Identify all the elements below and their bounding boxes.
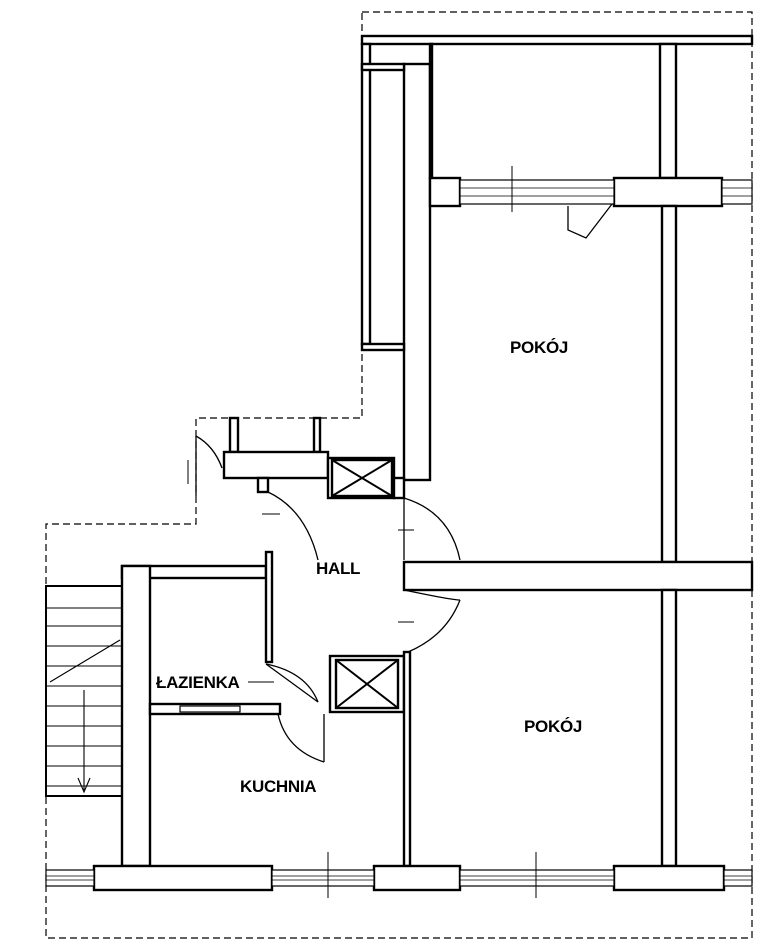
- room-label-hall: HALL: [316, 559, 360, 578]
- vent-shaft-upper: [330, 458, 394, 498]
- doors: [195, 203, 613, 763]
- walls: [45, 34, 754, 892]
- room-label-pokoj-bottom: POKÓJ: [524, 717, 582, 736]
- stairs: [45, 585, 123, 797]
- ticks: [187, 166, 537, 898]
- room-label-pokoj-top: POKÓJ: [510, 338, 568, 357]
- room-label-lazienka: ŁAZIENKA: [156, 673, 240, 692]
- dashed-boundary: [45, 11, 753, 939]
- room-label-kuchnia: KUCHNIA: [240, 777, 316, 796]
- vent-shaft-lower: [334, 658, 400, 710]
